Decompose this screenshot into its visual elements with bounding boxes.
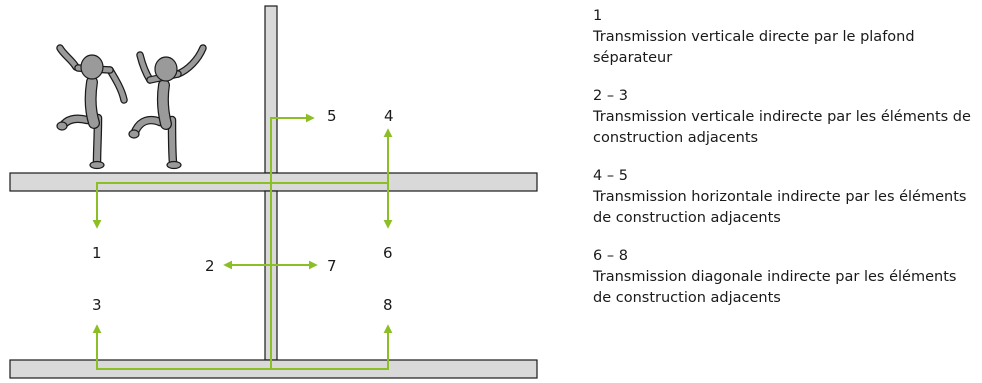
legend-description: Transmission verticale indirecte par les…: [593, 109, 971, 146]
label-7: 7: [327, 257, 337, 275]
label-4: 4: [384, 107, 394, 125]
sound-transmission-diagram: 1 2 3 4 5 6 7 8: [9, 5, 538, 379]
legend-number: 6 – 8: [593, 248, 628, 264]
label-1: 1: [92, 244, 102, 262]
path-5-flanking-upper-wall: [270, 113, 315, 183]
label-6: 6: [383, 244, 393, 262]
legend-number: 2 – 3: [593, 88, 628, 104]
legend: 1 Transmission verticale directe par le …: [593, 6, 978, 326]
figure-right: [128, 44, 207, 170]
legend-entry: 2 – 3 Transmission verticale indirecte p…: [593, 86, 978, 149]
legend-description: Transmission horizontale indirecte par l…: [593, 189, 967, 226]
path-1-direct-ceiling: [92, 182, 388, 229]
figure-left: [56, 44, 128, 170]
legend-entry: 1 Transmission verticale directe par le …: [593, 6, 978, 69]
legend-number: 4 – 5: [593, 168, 628, 184]
legend-number: 1: [593, 8, 603, 24]
legend-description: Transmission verticale directe par le pl…: [593, 29, 915, 66]
label-3: 3: [92, 296, 102, 314]
dancing-figures-icon: [56, 44, 207, 170]
label-8: 8: [383, 296, 393, 314]
label-5: 5: [327, 107, 337, 125]
transmission-paths: [92, 113, 393, 370]
path-3-8-floor: [92, 324, 393, 370]
legend-entry: 6 – 8 Transmission diagonale indirecte p…: [593, 246, 978, 309]
label-2: 2: [205, 257, 215, 275]
legend-description: Transmission diagonale indirecte par les…: [593, 269, 957, 306]
legend-entry: 4 – 5 Transmission horizontale indirecte…: [593, 166, 978, 229]
